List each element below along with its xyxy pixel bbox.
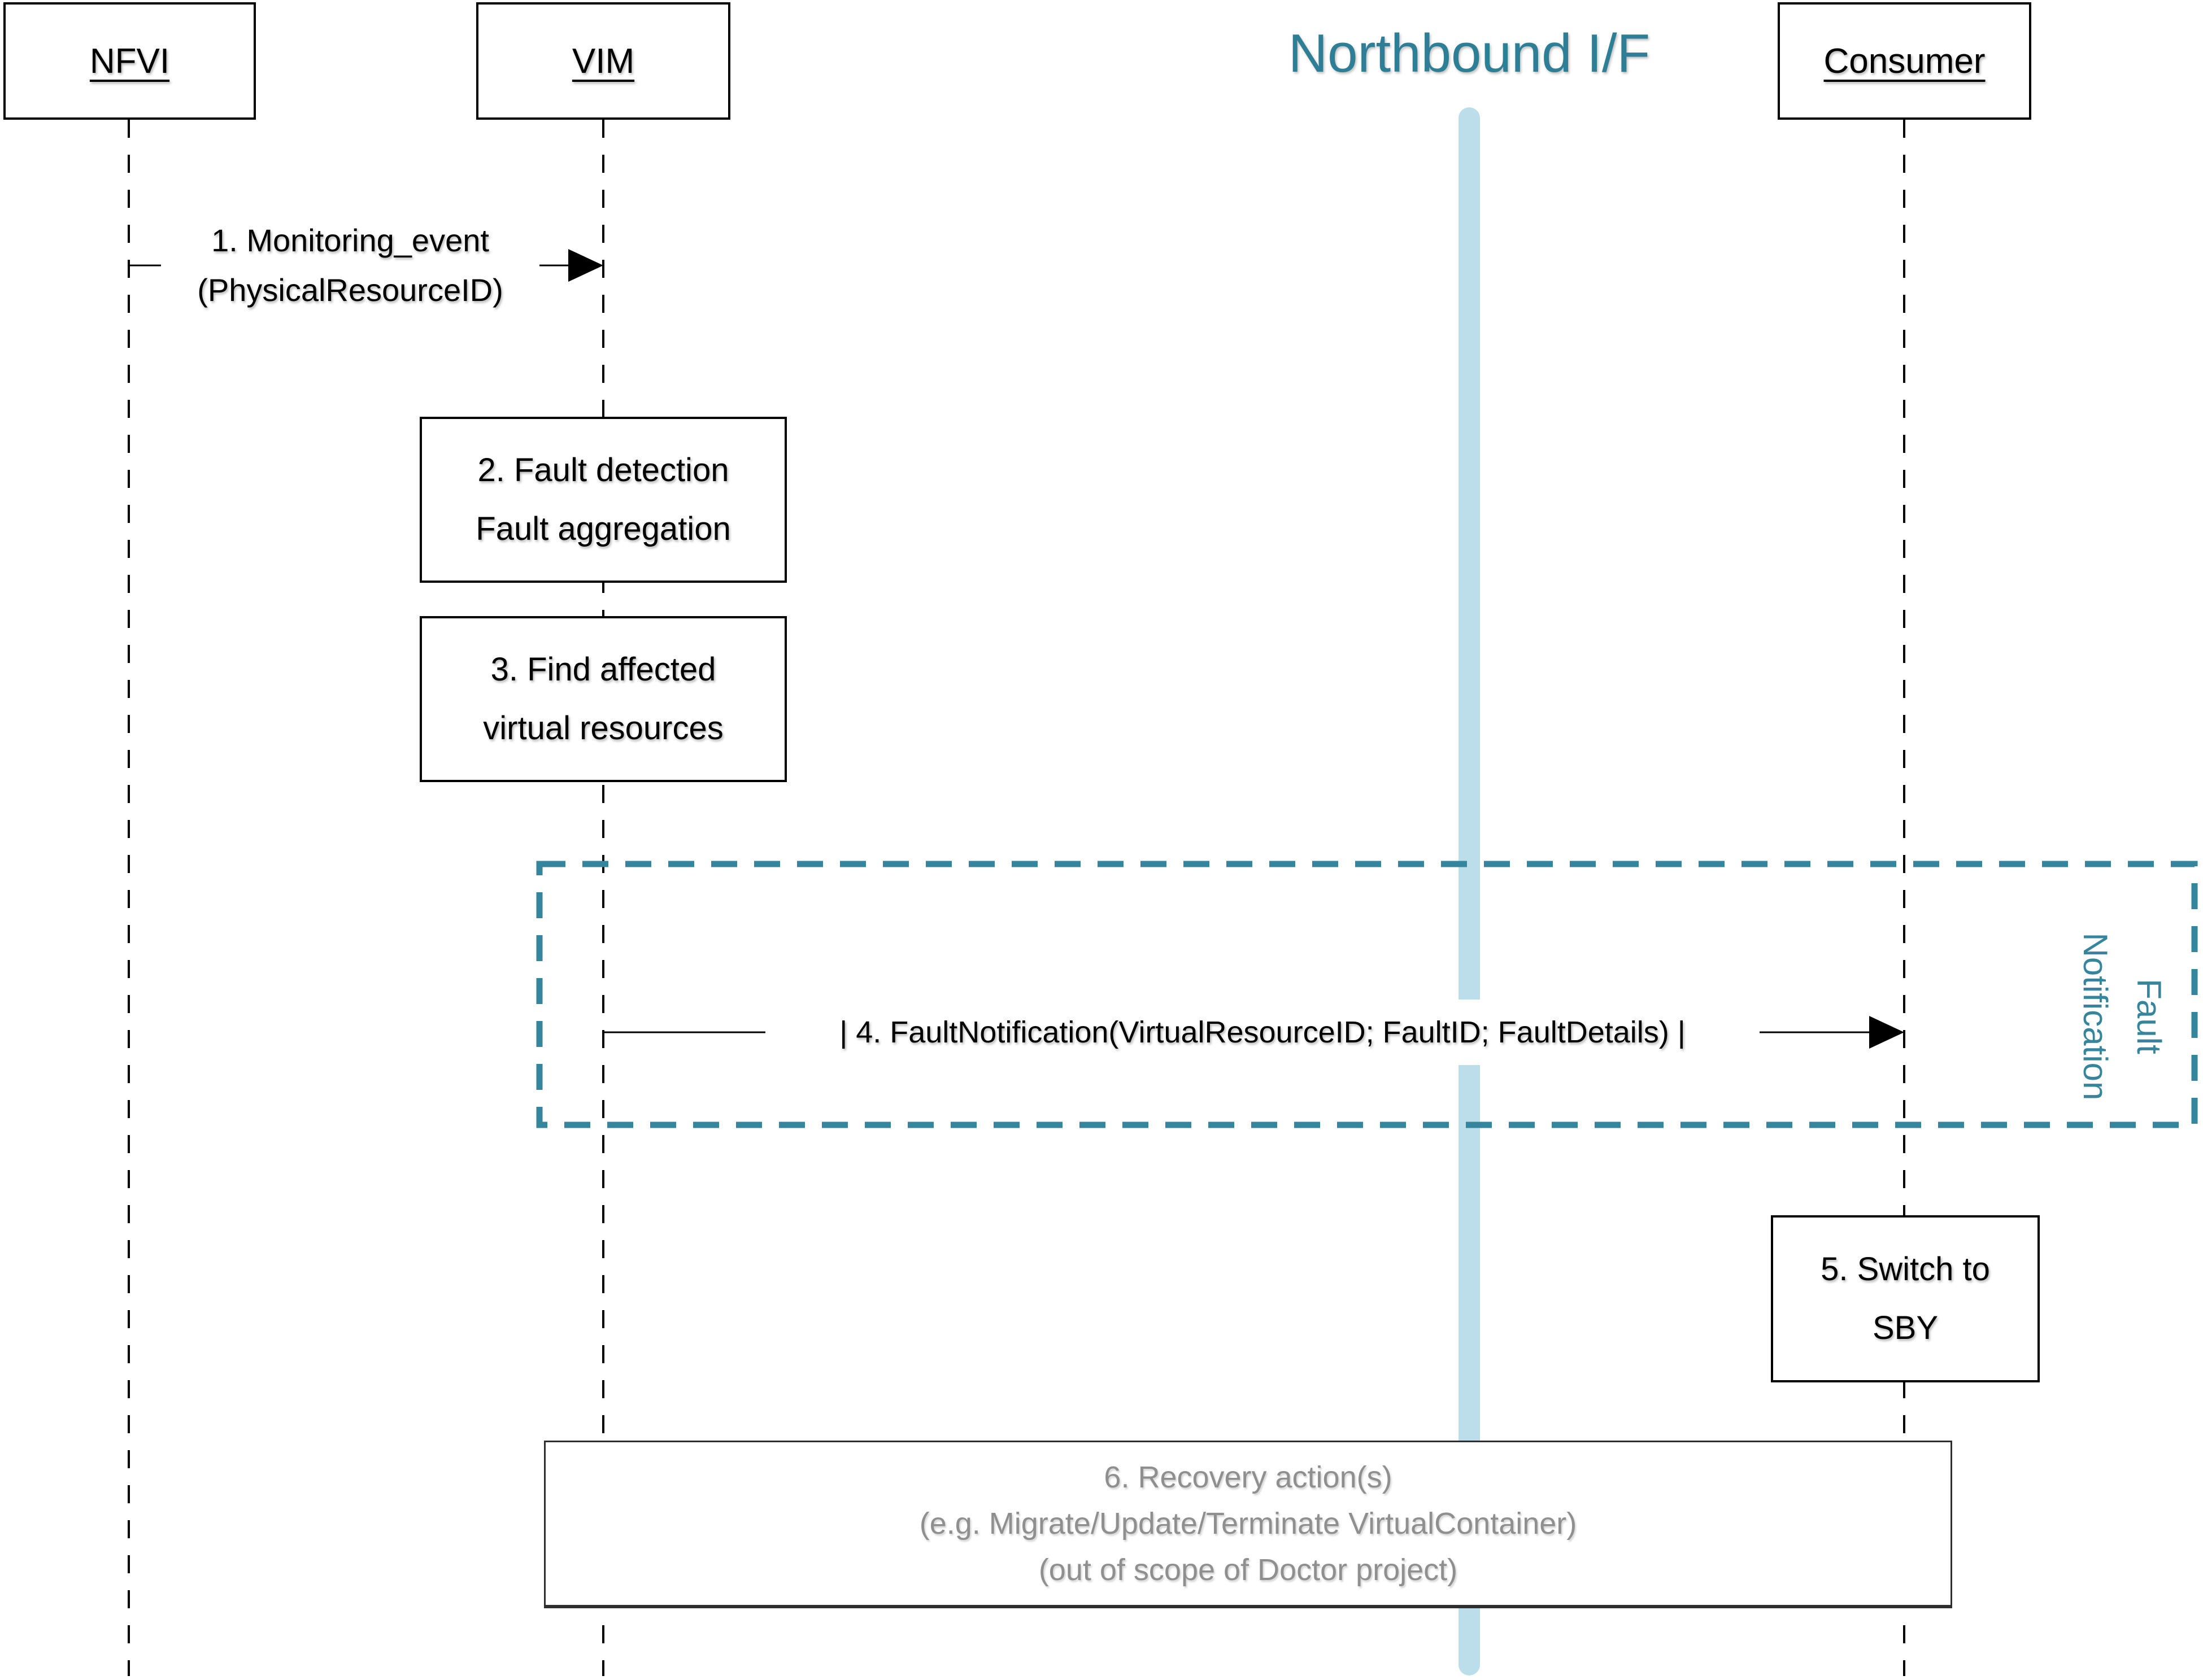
message1-label-line2: (PhysicalResourceID) [197, 272, 503, 308]
activity-box-find-affected: 3. Find affected virtual resources [420, 616, 787, 782]
lifeline-label-nfvi: NFVI [89, 41, 170, 81]
activity2-line1: 2. Fault detection [477, 452, 729, 488]
activity5-line1: 5. Switch to [1821, 1251, 1990, 1288]
activity5-line2: SBY [1872, 1310, 1939, 1346]
message4-label: | 4. FaultNotification(VirtualResourceID… [765, 1000, 1760, 1065]
message1-label: 1. Monitoring_event (PhysicalResourceID) [161, 216, 539, 315]
message1-label-line1: 1. Monitoring_event [211, 222, 489, 258]
activity-box-switch-to-sby: 5. Switch to SBY [1771, 1215, 2040, 1382]
group-label-line1: Fault [2130, 979, 2168, 1054]
activity6-line1: 6. Recovery action(s) [1104, 1460, 1392, 1494]
northbound-interface-title: Northbound I/F [1288, 23, 1651, 84]
lifeline-label-vim: VIM [572, 41, 635, 81]
activity-box-recovery-actions: 6. Recovery action(s) (e.g. Migrate/Upda… [544, 1441, 1952, 1608]
activity2-line2: Fault aggregation [476, 510, 731, 547]
activity3-line2: virtual resources [483, 710, 724, 747]
activity-box-fault-detection: 2. Fault detection Fault aggregation [420, 417, 787, 583]
fault-notification-group-frame [536, 861, 2198, 1128]
message4-arrowhead-icon [1869, 1016, 1904, 1049]
lifeline-head-vim: VIM [476, 2, 730, 120]
message1-arrowhead-icon [568, 249, 603, 282]
lifeline-head-nfvi: NFVI [3, 2, 256, 120]
activity6-line2: (e.g. Migrate/Update/Terminate VirtualCo… [919, 1507, 1577, 1541]
lifeline-label-consumer: Consumer [1823, 41, 1986, 81]
fault-notification-group-label: Fault Notification [2069, 887, 2176, 1146]
group-label-line2: Notification [2076, 932, 2114, 1101]
activity6-line3: (out of scope of Doctor project) [1038, 1553, 1458, 1587]
message4-label-text: | 4. FaultNotification(VirtualResourceID… [839, 1015, 1686, 1049]
activity3-line1: 3. Find affected [490, 651, 716, 688]
northbound-interface-bar [1458, 107, 1480, 1675]
lifeline-head-consumer: Consumer [1778, 2, 2031, 120]
